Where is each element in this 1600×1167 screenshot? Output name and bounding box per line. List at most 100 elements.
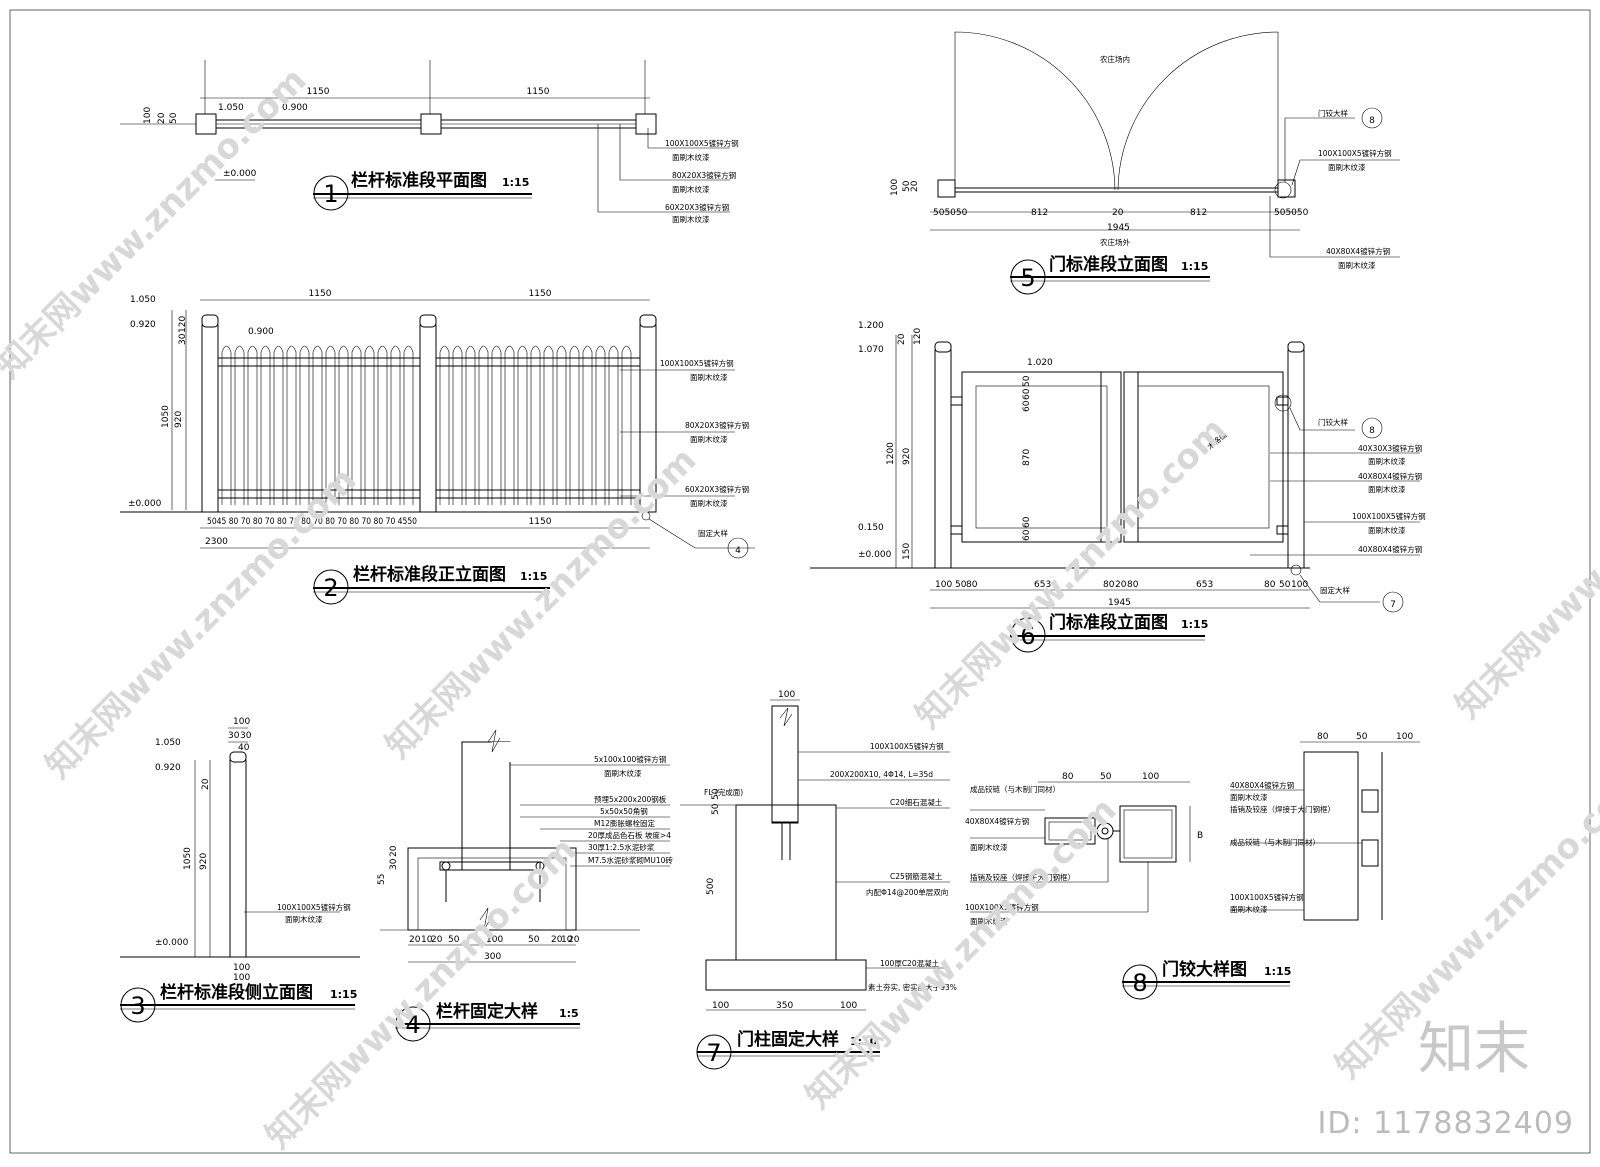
railing-picket xyxy=(312,345,323,505)
post-cap xyxy=(639,314,657,328)
dim-label: 100 xyxy=(143,107,153,124)
watermark-text: 知末网www.znzmo.com xyxy=(908,410,1234,736)
hinge xyxy=(950,396,963,406)
material-note: 成品铰链（与木制门同材） xyxy=(970,784,1060,794)
level-label: 1.050 xyxy=(155,738,181,748)
level-label: 1.070 xyxy=(858,345,884,355)
dim-label: 920 xyxy=(199,853,209,870)
material-note: 面刷木纹漆 xyxy=(690,372,728,382)
level-label: 0.150 xyxy=(858,523,884,533)
hinge xyxy=(950,525,963,535)
gate-post xyxy=(937,179,956,198)
railing-picket xyxy=(221,345,232,505)
railing-picket xyxy=(595,345,606,505)
level-label: ±0.000 xyxy=(155,938,189,948)
drawing-2-railing-elevation: 1150 1150 1.050 0.920 0.900 ±0.000 120 3… xyxy=(120,289,755,605)
drawing-scale: 1:15 xyxy=(1181,260,1208,273)
dim-label: 100 xyxy=(935,580,952,590)
dim-label: 505050 xyxy=(1274,208,1309,218)
drawing-scale: 1:15 xyxy=(520,570,547,583)
dim-label: 50 xyxy=(1100,772,1112,782)
material-note: 80X20X3镀锌方钢 xyxy=(672,170,736,180)
embedded-plate xyxy=(439,861,541,871)
dim-label: 60 xyxy=(1022,516,1032,528)
post-section xyxy=(1119,805,1177,863)
railing-picket xyxy=(403,345,414,505)
material-note: 插销及铰座（焊接于大门钢框） xyxy=(1230,804,1335,814)
level-label: 0.900 xyxy=(248,327,274,337)
railing-picket xyxy=(491,345,502,505)
material-note: 100X100X5镀锌方钢 xyxy=(965,902,1039,912)
dim-label: 1050 xyxy=(183,847,193,870)
material-note: 面刷木纹漆 xyxy=(690,498,728,508)
level-label: ±0.000 xyxy=(128,499,162,509)
dim-label: 100 xyxy=(233,973,250,983)
hinge-block xyxy=(1361,789,1379,813)
top-rail xyxy=(435,357,641,367)
detail-callout-number: 7 xyxy=(1390,600,1396,610)
level-label: 1.200 xyxy=(858,321,884,331)
watermark-text: 知末网www.znzmo.com xyxy=(38,460,364,786)
dim-label: 1150 xyxy=(309,289,332,299)
detail-callout-number: 4 xyxy=(735,546,741,556)
material-note: M7.5水泥砂浆砌MU10砖 xyxy=(588,855,673,865)
dim-label: 100 xyxy=(778,690,795,700)
detail-callout: 固定大样 xyxy=(1320,585,1350,595)
railing-picket xyxy=(338,345,349,505)
dim-label: 1200 xyxy=(886,442,896,465)
dim-label: 80 xyxy=(1264,580,1276,590)
railing-post xyxy=(229,759,247,958)
railing-pickets xyxy=(221,345,632,505)
dim-label: 30 xyxy=(240,731,252,741)
dim-label: 20 xyxy=(568,935,580,945)
dim-label: 30 xyxy=(389,858,399,870)
material-note: C25钢筋混凝土 xyxy=(890,871,943,881)
railing-picket xyxy=(234,345,245,505)
dim-label: 50 xyxy=(1022,375,1032,387)
railing-picket xyxy=(478,345,489,505)
level-label: 1.050 xyxy=(130,295,156,305)
drawing-title: 栏杆标准段平面图 xyxy=(351,170,487,191)
drawing-4-railing-fixing: 55 30 20 20 10 20 50 100 50 20 10 20 300… xyxy=(377,729,673,1042)
dim-label: 50 xyxy=(955,580,967,590)
gate-swing-arc xyxy=(954,31,1116,191)
railing-picket xyxy=(299,345,310,505)
drawing-title: 门标准段立面图 xyxy=(1049,612,1168,633)
drawing-scale: 1:15 xyxy=(1264,965,1291,978)
railing-picket xyxy=(517,345,528,505)
steel-post-section xyxy=(771,705,799,823)
dim-label: 50 xyxy=(169,112,179,124)
gate-post xyxy=(934,349,952,569)
dim-label: 1150 xyxy=(529,289,552,299)
railing-picket xyxy=(439,345,450,505)
material-note: 20厚成品色石板 坡度>4 xyxy=(588,830,671,840)
dim-label: 50 xyxy=(528,935,540,945)
material-note: 100X100X5镀锌方钢 xyxy=(277,902,351,912)
dim-label: 120 xyxy=(178,316,188,333)
railing-picket xyxy=(325,345,336,505)
dim-label: 1945 xyxy=(1107,223,1130,233)
dim-label: 20 xyxy=(409,935,421,945)
drawing-scale: 1:15 xyxy=(330,988,357,1001)
dim-label: 100 xyxy=(890,179,900,196)
dim-label: 1050 xyxy=(161,405,171,428)
railing-picket xyxy=(260,345,271,505)
post-elevation xyxy=(1303,751,1359,921)
post-cap xyxy=(229,751,247,763)
railing-picket xyxy=(504,345,515,505)
dim-label: 812 xyxy=(1031,208,1048,218)
railing-picket xyxy=(390,345,401,505)
dim-label: 20 xyxy=(910,180,920,192)
dim-label: 50 xyxy=(448,935,460,945)
railing-post xyxy=(201,324,219,513)
material-note: 内配Φ14@200单层双向 xyxy=(866,887,948,897)
sheet-border xyxy=(9,9,1591,1154)
material-note: 面刷木纹漆 xyxy=(1230,792,1268,802)
dim-label: 350 xyxy=(776,1001,793,1011)
railing-picket xyxy=(377,345,388,505)
dim-label: 653 xyxy=(1196,580,1213,590)
dim-label: 60 xyxy=(1022,400,1032,412)
detail-callout: 固定大样 xyxy=(698,528,728,538)
dim-label: 100 xyxy=(840,1001,857,1011)
